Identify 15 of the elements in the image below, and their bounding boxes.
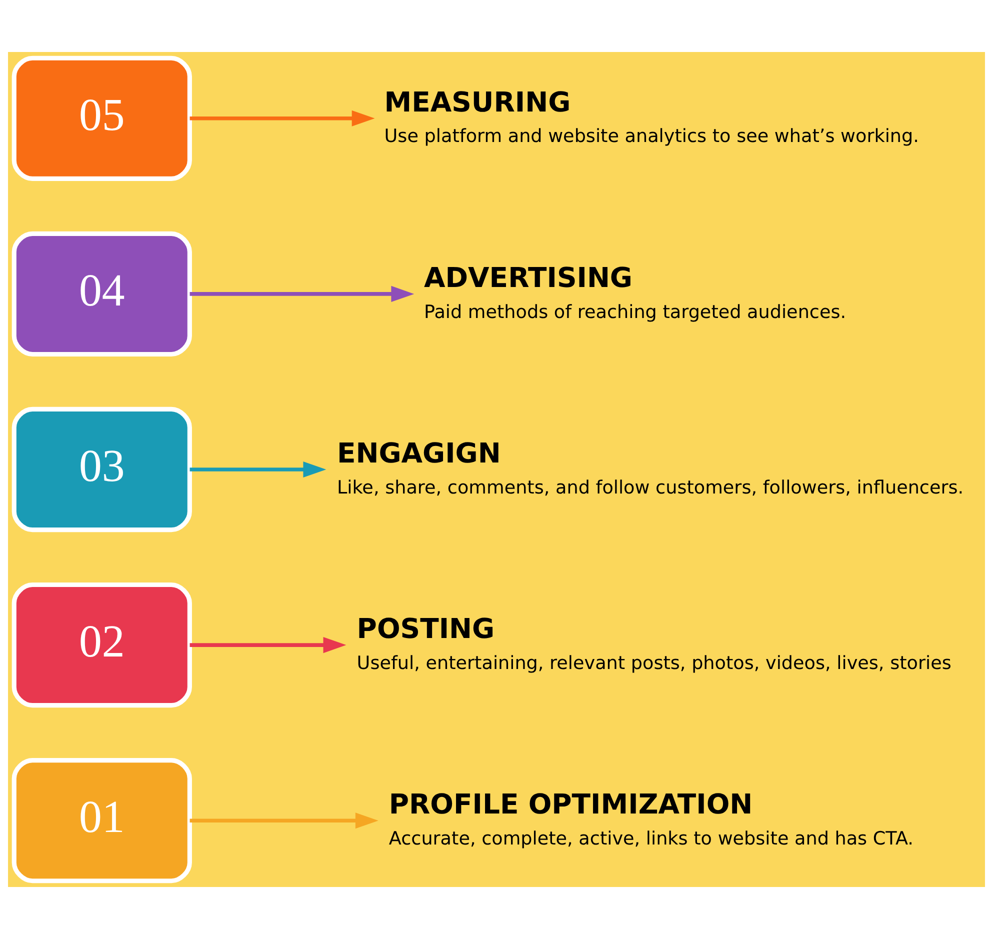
node-text: PROFILE OPTIMIZATION Accurate, complete, active, links to website and has CTA.: [388, 790, 914, 850]
arrow: [190, 286, 414, 302]
node-text: ADVERTISING Paid methods of reaching targeted audiences.: [424, 262, 846, 323]
node-text: ENGAGIGN Like, share, comments, and follow customers, followers, influencers.: [336, 438, 964, 498]
node-box: 01: [12, 758, 192, 884]
node-box: 02: [12, 582, 192, 708]
arrow: [190, 110, 375, 126]
node-box: 04: [12, 231, 192, 357]
arrow: [190, 637, 346, 654]
arrow: [190, 461, 326, 478]
arrow: [190, 812, 378, 829]
node-box: 05: [12, 56, 192, 181]
node-box: 03: [12, 406, 192, 532]
node-text: POSTING Useful, entertaining, relevant posts, photos, videos, lives, stories: [356, 614, 952, 674]
node-text: MEASURING Use platform and website analytics to see what’s working.: [384, 87, 919, 148]
